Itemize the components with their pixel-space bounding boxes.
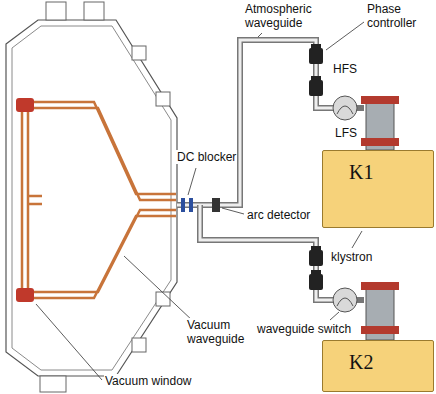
part-label: Phase controller bbox=[366, 2, 434, 30]
klystron-band bbox=[361, 326, 399, 334]
switch-rotor bbox=[337, 106, 353, 114]
dc-blocker bbox=[189, 198, 193, 212]
phase-controller bbox=[309, 250, 323, 266]
port bbox=[40, 376, 66, 392]
waveguide-inner bbox=[200, 205, 333, 300]
arc-detector bbox=[212, 198, 220, 212]
waveguide-switch bbox=[333, 96, 357, 120]
dc-blocker bbox=[181, 198, 185, 212]
part-label: HFS bbox=[332, 62, 358, 76]
phase-controller-cap bbox=[311, 270, 321, 275]
leader-line bbox=[326, 22, 364, 50]
port bbox=[132, 338, 146, 352]
phase-controller bbox=[309, 274, 323, 290]
waveguide-outer bbox=[177, 40, 333, 205]
part-label: klystron bbox=[330, 250, 373, 264]
leader-line bbox=[124, 256, 194, 322]
leader-line bbox=[258, 33, 262, 37]
klystron-band bbox=[361, 282, 399, 290]
part-label: arc detector bbox=[246, 208, 311, 222]
port bbox=[132, 46, 146, 60]
part-label: waveguide switch bbox=[256, 322, 352, 336]
leader-line bbox=[188, 168, 196, 195]
port bbox=[84, 2, 104, 20]
leader-line bbox=[36, 304, 102, 380]
part-label: Atmospheric waveguide bbox=[244, 2, 326, 30]
leader-line bbox=[352, 231, 362, 248]
part-label: DC blocker bbox=[176, 150, 237, 164]
switch-rotor bbox=[337, 298, 353, 306]
port bbox=[46, 2, 66, 20]
klystron-band bbox=[361, 96, 399, 104]
phase-controller-cap bbox=[311, 44, 321, 49]
vacuum-window bbox=[16, 98, 34, 112]
vessel-outline bbox=[6, 20, 177, 376]
part-label: Vacuum window bbox=[104, 374, 192, 388]
leader-line bbox=[222, 208, 244, 214]
waveguide-inner bbox=[177, 40, 333, 205]
phase-controllers bbox=[309, 44, 323, 290]
vacuum-waveguide-stub bbox=[28, 196, 42, 204]
leader-lines bbox=[36, 22, 364, 380]
part-label: Vacuum waveguide bbox=[186, 318, 252, 346]
port bbox=[156, 292, 170, 306]
vacuum-window bbox=[16, 288, 34, 302]
vacuum-waveguide-wall bbox=[22, 102, 176, 298]
vessel bbox=[6, 2, 177, 392]
phase-controller-cap bbox=[311, 76, 321, 81]
phase-controller bbox=[309, 80, 323, 96]
waveguide-outer bbox=[200, 205, 333, 300]
vacuum-waveguide-wall bbox=[28, 108, 176, 292]
phase-controller bbox=[309, 48, 323, 64]
port bbox=[156, 92, 170, 106]
waveguide-switch bbox=[333, 288, 357, 312]
klystron-name: K1 bbox=[349, 161, 373, 183]
klystron-box: K2 bbox=[322, 340, 434, 392]
vacuum-waveguide bbox=[22, 102, 176, 298]
phase-controller-cap bbox=[311, 246, 321, 251]
leader-line bbox=[330, 312, 339, 320]
vessel-inner-wall bbox=[12, 26, 171, 370]
part-label: LFS bbox=[334, 126, 358, 140]
klystron-band bbox=[361, 138, 399, 146]
klystron-name: K2 bbox=[349, 351, 373, 373]
klystron-box: K1 bbox=[322, 150, 434, 228]
